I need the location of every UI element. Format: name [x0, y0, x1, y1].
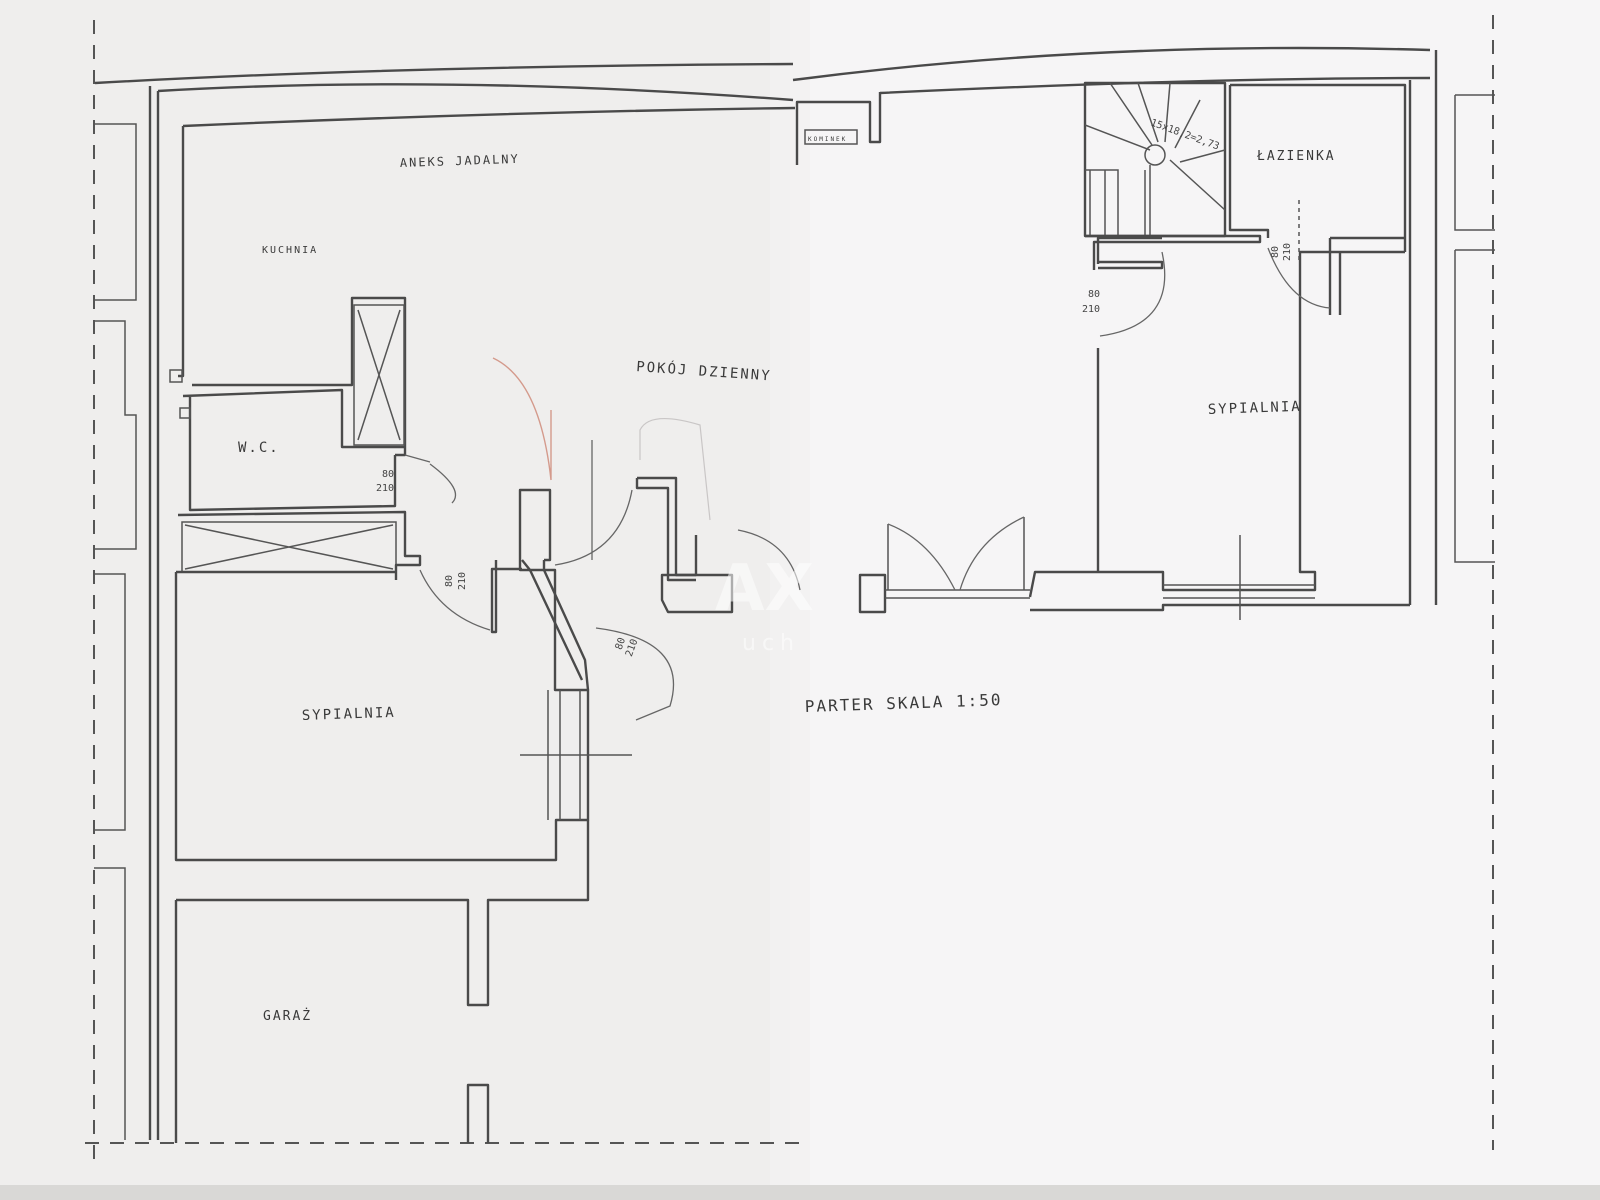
pencil-ghost: [639, 417, 711, 521]
label-wc: W.C.: [238, 440, 280, 456]
label-garaz: GARAŻ: [263, 1008, 312, 1024]
stairs-landing: [1085, 234, 1262, 270]
label-sypialnia-left: SYPIALNIA: [302, 705, 396, 724]
terrace-door-swings: [737, 516, 1025, 591]
left-strip: [94, 123, 137, 1140]
bedroom-left-walls: [174, 488, 590, 862]
label-sypialnia-right: SYPIALNIA: [1208, 399, 1302, 418]
garage-walls: [174, 820, 590, 1143]
dim-bedroom-right-height: 210: [1082, 304, 1100, 315]
garage-pillar: [466, 1083, 490, 1143]
living-door-swing: [554, 440, 633, 566]
dim-wc-width: 80: [382, 469, 394, 480]
living-pillar-center: [858, 573, 887, 614]
vent-symbol: [179, 407, 191, 419]
label-lazienka: ŁAZIENKA: [1256, 149, 1336, 164]
dim-bathroom-height: 210: [1282, 243, 1293, 261]
label-aneks-jadalny: ANEKS JADALNY: [400, 152, 520, 170]
living-terrace-doors: [885, 517, 1030, 599]
bottom-edge: [0, 1185, 1600, 1200]
top-wall-right: [792, 46, 1431, 82]
hall-door-swing: [419, 569, 491, 631]
bedroom-right-window: [1163, 535, 1315, 620]
page-fold-shadow: [770, 0, 810, 1200]
paper-left: [0, 0, 820, 1200]
bedroom-right-door: [1099, 251, 1166, 337]
top-wall-left-inner: [157, 83, 794, 102]
stairs-treads: [1084, 82, 1226, 236]
watermark: AX: [715, 552, 814, 626]
top-wall-right-inner: [879, 76, 1431, 95]
top-wall-left: [94, 62, 794, 85]
living-window-left: [660, 573, 734, 614]
dim-bathroom-width: 80: [1270, 246, 1281, 258]
stairs-core: [1144, 144, 1166, 166]
storage-box-cross: [184, 524, 394, 570]
wc-fixture: [353, 304, 405, 446]
watermark-sub: uch: [742, 631, 800, 656]
living-wall-right: [1028, 236, 1410, 612]
diagonal-door: [521, 559, 584, 681]
kitchen-dining-wall: [178, 106, 796, 378]
dim-hall-width: 80: [444, 575, 455, 587]
bedroom-left-entry: [490, 560, 590, 691]
label-kuchnia: KUCHNIA: [262, 245, 318, 256]
bathroom-door-arc: [1267, 247, 1331, 309]
dim-hall-height: 210: [457, 572, 468, 590]
wc-door-swing: [404, 454, 457, 504]
bedroom-right-door-leaf: [1098, 260, 1164, 270]
kominek-box: [795, 92, 882, 165]
kominek-label-box: [804, 129, 858, 145]
dim-wc-height: 210: [376, 483, 394, 494]
wc-fixture-cross: [357, 309, 401, 441]
paper-right: [790, 0, 1600, 1200]
stove-symbol: [169, 369, 183, 383]
storage-box-wall: [177, 510, 422, 580]
dim-bedroom-right-width: 80: [1088, 289, 1100, 300]
bedroom-left-window: [520, 690, 632, 820]
bathroom-walls: [1228, 83, 1407, 315]
pencil-door-swing: [492, 357, 552, 481]
diag-door-swing: [595, 627, 675, 721]
label-kominek: KOMINEK: [808, 136, 847, 143]
dim-diag-width: 80: [614, 636, 628, 651]
